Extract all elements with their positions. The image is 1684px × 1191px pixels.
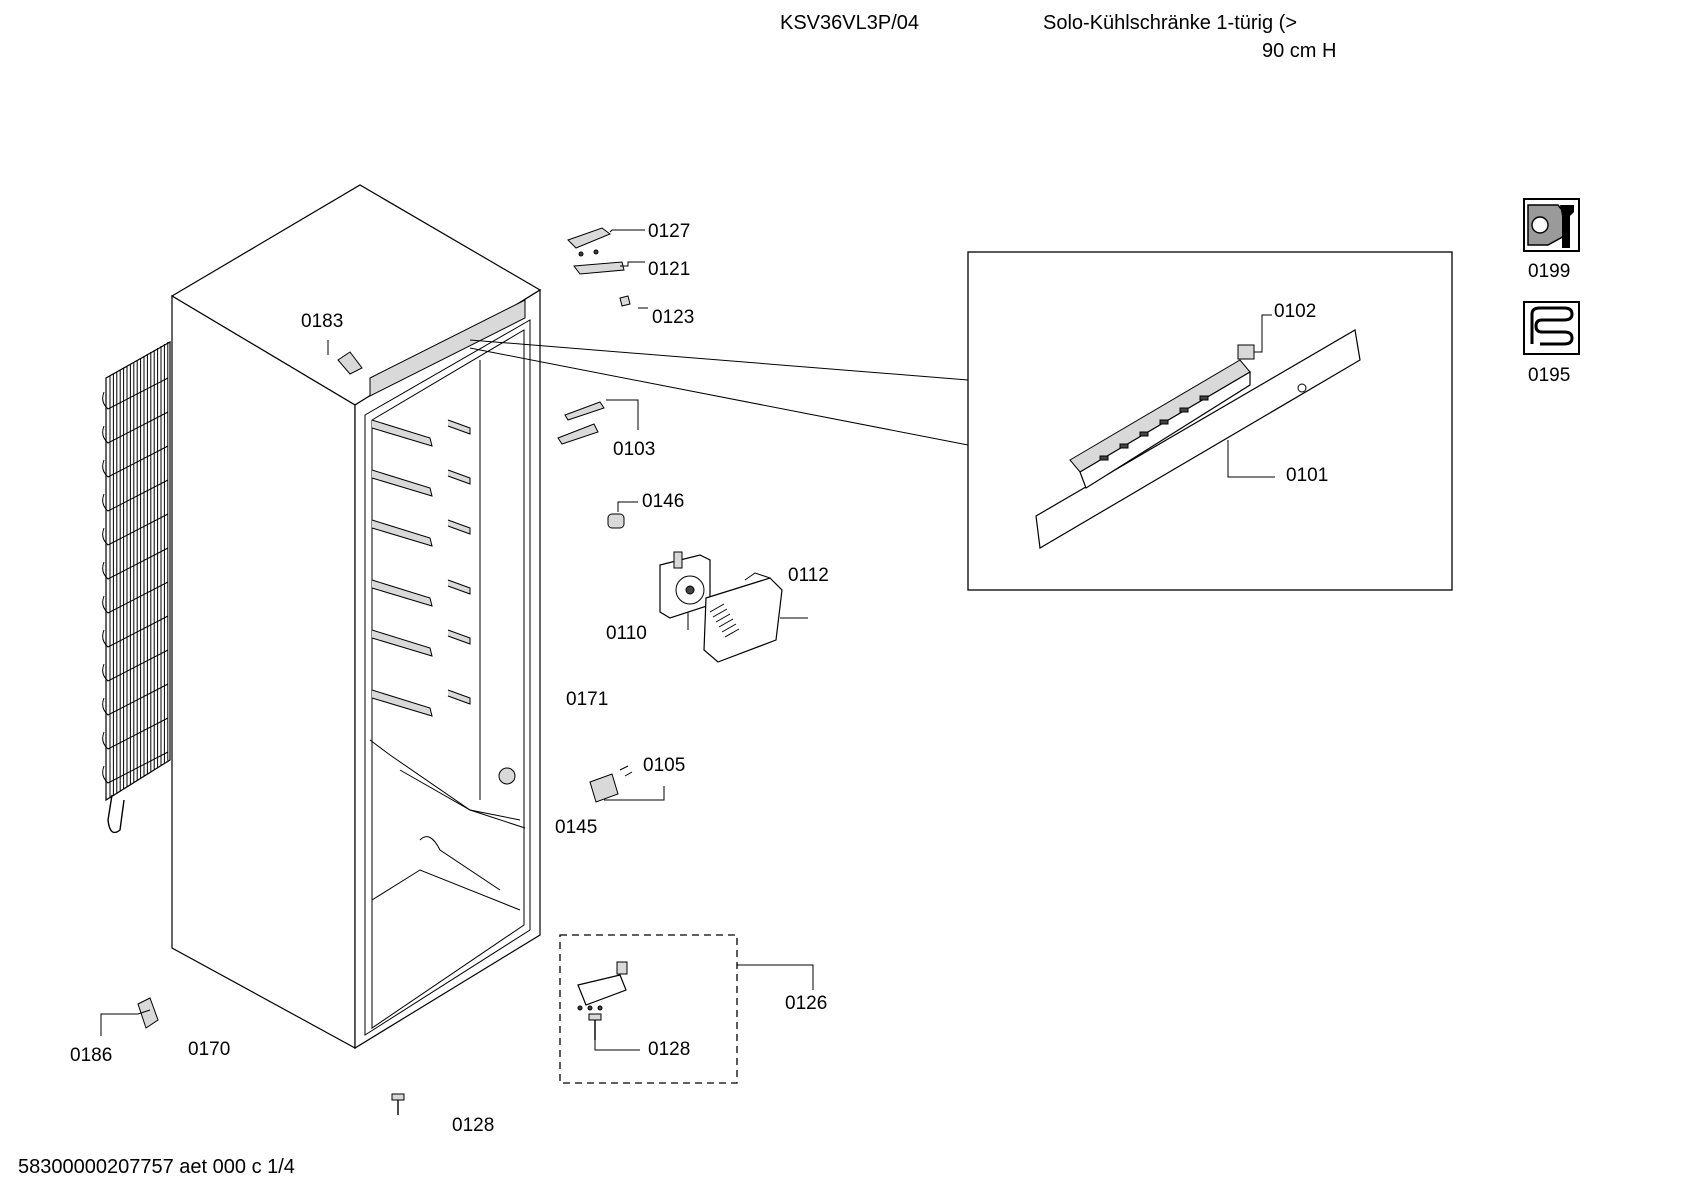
part-label-0171: 0171 [566, 689, 609, 710]
part-label-0127: 0127 [648, 221, 691, 242]
vent-slot [724, 628, 740, 638]
panel-slot [1199, 395, 1209, 401]
part-label-0146: 0146 [642, 491, 685, 512]
shelf-rib [447, 579, 471, 595]
condenser-grid [102, 340, 171, 834]
shelf-rib [447, 419, 471, 435]
part-label-0112: 0112 [788, 565, 829, 586]
condenser-coil [102, 445, 169, 478]
condenser-coil [102, 411, 169, 444]
part-label-0101: 0101 [1286, 465, 1329, 486]
vent-slot [712, 608, 728, 618]
wrench-service-icon [1523, 198, 1580, 252]
shelf-rib [447, 629, 471, 645]
lamp-parts-0105 [589, 765, 665, 803]
heating-coil-icon [1523, 301, 1580, 355]
vent-slot [709, 603, 725, 613]
valve-0186 [100, 997, 159, 1036]
panel-slot [1179, 407, 1189, 413]
detail-box [469, 251, 1453, 591]
part-label-0105: 0105 [643, 755, 686, 776]
condenser-coil [102, 751, 169, 784]
part-label-0128-foot: 0128 [452, 1115, 495, 1136]
shelf-rib [447, 519, 471, 535]
condenser-coil [102, 615, 169, 648]
fridge-cabinet [170, 184, 542, 1050]
condenser-coil [102, 513, 169, 546]
part-label-0170: 0170 [188, 1039, 231, 1060]
part-label-0126: 0126 [785, 993, 828, 1014]
model-description-line2: 90 cm H [1262, 40, 1337, 62]
shelf-rib [371, 579, 433, 607]
panel-slot [1099, 455, 1109, 461]
vent-slot [718, 618, 734, 628]
vent-slot [721, 623, 737, 633]
part-label-0123: 0123 [652, 307, 695, 328]
condenser-coil [102, 581, 169, 614]
part-label-0110: 0110 [606, 623, 647, 644]
part-label-0128-hinge: 0128 [648, 1039, 691, 1060]
shelf-rib [371, 519, 433, 547]
shelf-rib [371, 419, 433, 447]
part-label-0195: 0195 [1528, 365, 1571, 386]
shelf-rib [447, 689, 471, 705]
part-label-0145: 0145 [555, 817, 598, 838]
condenser-coil [102, 717, 169, 750]
part-label-0102: 0102 [1274, 301, 1317, 322]
foot-screw-0128 [391, 1093, 405, 1115]
part-label-0199: 0199 [1528, 261, 1571, 282]
shelf-rib [371, 469, 433, 497]
cap-0146 [607, 501, 638, 529]
condenser-coil [102, 649, 169, 682]
shelf-rib [371, 689, 433, 717]
part-label-0183: 0183 [301, 311, 344, 332]
part-label-0121: 0121 [648, 259, 691, 280]
cover-0112 [703, 572, 808, 663]
shelf-rib [371, 629, 433, 657]
document-code: 58300000207757 aet 000 c 1/4 [18, 1156, 295, 1178]
bottom-hinge-box [559, 934, 814, 1084]
vent-slot [715, 613, 731, 623]
top-hinge-parts [567, 227, 648, 309]
part-label-0103: 0103 [613, 439, 656, 460]
condenser-coil [102, 683, 169, 716]
part-label-0186: 0186 [70, 1045, 113, 1066]
shelf-rib [447, 469, 471, 485]
condenser-coil [102, 479, 169, 512]
panel-slot [1139, 431, 1149, 437]
fan-assembly-0110 [659, 551, 711, 630]
model-description-line1: Solo-Kühlschränke 1-türig (> [1043, 12, 1298, 34]
panel-slot [1119, 443, 1129, 449]
condenser-coil [102, 547, 169, 580]
condenser-coil [102, 377, 169, 410]
bracket-0103 [557, 399, 639, 445]
model-number: KSV36VL3P/04 [780, 12, 919, 34]
panel-slot [1159, 419, 1169, 425]
